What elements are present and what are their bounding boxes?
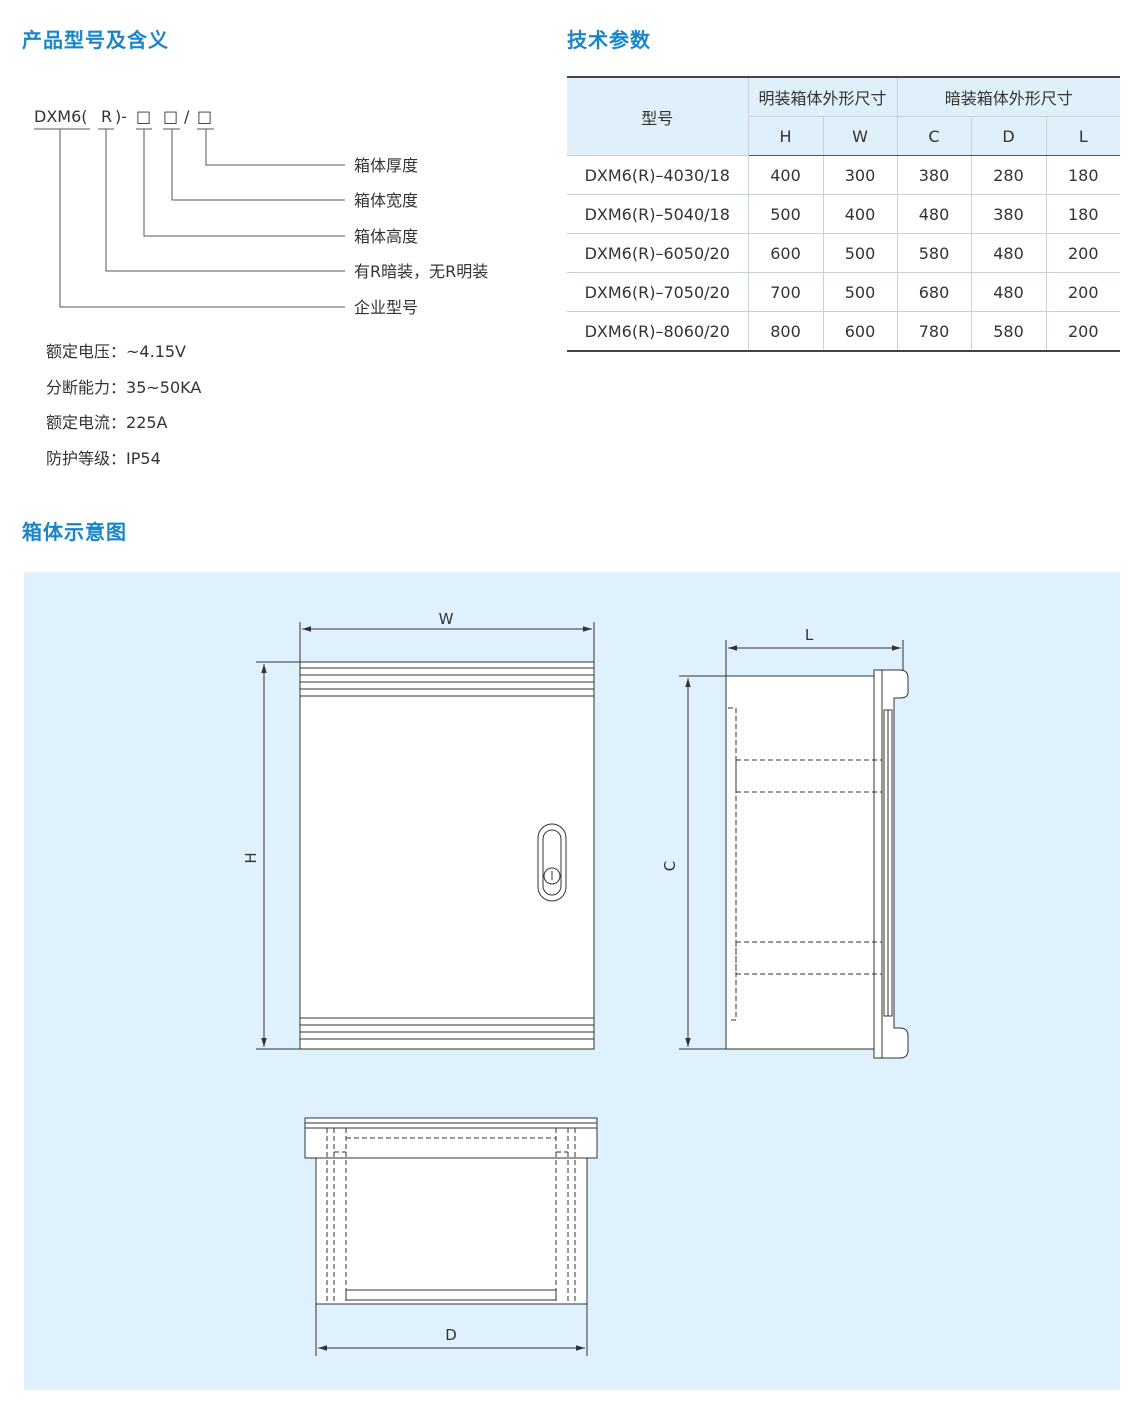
code-box-width: □ [163,107,178,126]
ratings-list: 额定电压：~4.15V 分断能力：35~50KA 额定电流：225A 防护等级：… [46,340,201,482]
legend-depth: 箱体厚度 [354,156,418,175]
w-label: W [439,610,454,628]
legend-height: 箱体高度 [354,227,418,246]
leader-depth [205,129,345,166]
box-diagram-drawing: W H [242,610,909,1356]
model-code-diagram: DXM6( R )- □ □ / □ 箱体厚度 箱体宽度 箱体高度 有R暗装，无… [34,107,488,317]
l-label: L [805,626,814,644]
header-surface: 明装箱体外形尺寸 [747,76,898,117]
header-flush: 暗装箱体外形尺寸 [896,76,1121,117]
front-view: W H [242,610,595,1050]
legend-width: 箱体宽度 [354,191,418,210]
tech-params-table: 型号 明装箱体外形尺寸 暗装箱体外形尺寸 H W C D L DXM6(R)–4… [567,76,1121,352]
model-meaning-heading: 产品型号及含义 [22,28,169,52]
box-diagram-heading: 箱体示意图 [22,520,127,544]
code-box-height: □ [136,107,151,126]
front-box-outline [299,661,595,1050]
door-handle-icon [537,823,567,902]
leader-mount [105,129,345,272]
code-close: )- [115,107,127,126]
rating-breaking: 分断能力：35~50KA [46,377,202,397]
top-body [315,1157,588,1305]
box-diagram-panel: W H [24,572,1120,1390]
code-slash: / [184,107,190,126]
top-view: D [304,1117,598,1356]
leader-company [59,129,345,308]
side-view: L C [661,626,909,1059]
header-w: W [822,116,898,156]
tech-params-heading: 技术参数 [567,28,651,52]
leader-width [171,129,345,201]
code-r: R [101,107,112,126]
d-label: D [445,1326,457,1344]
header-l: L [1045,116,1121,156]
header-h: H [748,116,824,156]
legend-mount: 有R暗装，无R明装 [354,262,488,281]
rating-current: 额定电流：225A [46,413,168,432]
rating-voltage: 额定电压：~4.15V [46,342,186,361]
header-c: C [896,116,972,156]
leader-height [143,129,345,237]
legend-company: 企业型号 [354,298,418,317]
rating-protection: 防护等级：IP54 [46,448,161,468]
header-model: 型号 [567,76,749,156]
side-box-outline [725,675,875,1050]
side-flange [873,669,909,1059]
header-d: D [970,116,1047,156]
code-prefix: DXM6( [34,107,88,126]
code-box-depth: □ [197,107,212,126]
h-label: H [242,852,260,863]
c-label: C [661,861,679,871]
